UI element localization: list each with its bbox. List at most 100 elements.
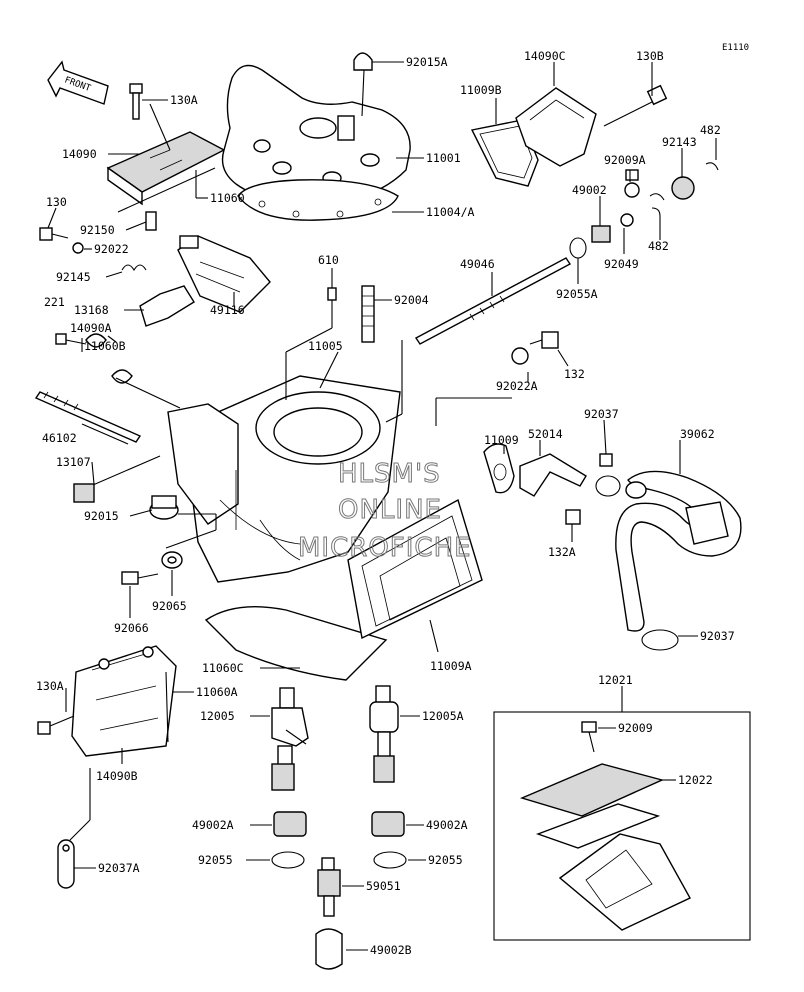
label-11060a: 11060A — [196, 685, 238, 699]
label-49002a-right: 49002A — [426, 818, 468, 832]
shaft-13107-shape — [73, 455, 161, 503]
label-49002b: 49002B — [370, 943, 412, 957]
label-132: 132 — [564, 367, 585, 381]
reed-valve-12022-shape — [519, 763, 691, 931]
label-221: 221 — [44, 295, 65, 309]
label-14090: 14090 — [62, 147, 97, 161]
clamp-92037-bottom-shape — [641, 629, 679, 651]
gasket-11009b-shape — [470, 119, 539, 187]
label-11009a: 11009A — [430, 659, 472, 673]
label-92049: 92049 — [604, 257, 639, 271]
spring-92145-shape — [121, 211, 157, 272]
label-14090c: 14090C — [524, 49, 566, 63]
label-11060: 11060 — [210, 191, 245, 205]
cover-14090b-shape — [71, 645, 177, 757]
label-59051: 59051 — [366, 879, 401, 893]
pin-92037a-shape — [57, 839, 75, 889]
front-arrow-icon: FRONT — [47, 60, 109, 105]
label-92022a: 92022A — [496, 379, 538, 393]
washer-92022a-shape — [511, 331, 559, 365]
cylinder-11005-shape — [167, 375, 401, 681]
gasket-11009-shape — [483, 443, 515, 494]
label-92022: 92022 — [94, 242, 129, 256]
label-11009b: 11009B — [460, 83, 502, 97]
rod-49046-shape — [414, 257, 572, 345]
bolt-130a-bottom-shape — [37, 715, 75, 735]
label-92066: 92066 — [114, 621, 149, 635]
label-92037-b: 92037 — [700, 629, 735, 643]
label-13107: 13107 — [56, 455, 91, 469]
reed-gasket-11009a-shape — [347, 498, 483, 640]
label-11004a: 11004/A — [426, 205, 475, 219]
cylinder-head-11001-shape — [221, 64, 411, 204]
label-610: 610 — [318, 253, 339, 267]
bolt-130b-shape — [603, 84, 668, 127]
watermark-line-3: MICROFICHE — [298, 533, 472, 563]
label-11001: 11001 — [426, 151, 461, 165]
label-482-b: 482 — [648, 239, 669, 253]
watermark-line-1: HLSM'S — [338, 459, 441, 489]
gasket-11060a-shape — [165, 671, 169, 743]
label-92037-a: 92037 — [584, 407, 619, 421]
valve-13168-49116-shape — [139, 235, 271, 327]
label-92009: 92009 — [618, 721, 653, 735]
oring-92055a-shape — [569, 237, 587, 259]
label-92055-right: 92055 — [428, 853, 463, 867]
bushing-49002a-left-shape — [273, 811, 307, 837]
gear-59051-shape — [317, 857, 341, 917]
screw-221-shape — [55, 333, 133, 384]
diagram-code: E1110 — [722, 43, 749, 53]
bolt-130-shape — [39, 227, 84, 254]
screw-92009-shape — [581, 721, 597, 753]
label-14090a: 14090A — [70, 321, 112, 335]
leader-lines — [47, 61, 717, 951]
label-12021: 12021 — [598, 673, 633, 687]
label-92037a: 92037A — [98, 861, 140, 875]
bushing-49002b-shape — [315, 928, 343, 970]
valve-12005a-shape — [369, 685, 399, 783]
clamp-92037-shape — [595, 453, 621, 497]
part-labels: 92015A 14090C 130B 130A 11009B 14090 110… — [36, 49, 735, 957]
label-11060b: 11060B — [84, 339, 126, 353]
pin-610-shape — [327, 287, 337, 301]
cover-14090-shape — [106, 131, 226, 213]
label-39062: 39062 — [680, 427, 715, 441]
label-12005a: 12005A — [422, 709, 464, 723]
label-92143: 92143 — [662, 135, 697, 149]
label-92065: 92065 — [152, 599, 187, 613]
oring-92055-left-shape — [271, 851, 305, 869]
parts-482-92143-92009a-shape — [591, 162, 719, 243]
nut-92015-shape — [149, 495, 179, 520]
label-11060c: 11060C — [202, 661, 244, 675]
fitting-52014-shape — [519, 453, 587, 525]
label-12022: 12022 — [678, 773, 713, 787]
label-92015: 92015 — [84, 509, 119, 523]
label-482-a: 482 — [700, 123, 721, 137]
label-13168: 13168 — [74, 303, 109, 317]
watermark: HLSM'S ONLINE MICROFICHE — [298, 459, 472, 564]
nut-92015a-shape — [353, 52, 373, 71]
label-92009a: 92009A — [604, 153, 646, 167]
label-46102: 46102 — [42, 431, 77, 445]
shaft-46102-shape — [34, 391, 142, 443]
label-12005-left: 12005 — [200, 709, 235, 723]
label-92145: 92145 — [56, 270, 91, 284]
label-49002: 49002 — [572, 183, 607, 197]
oring-92055-right-shape — [373, 851, 407, 869]
label-92055-left: 92055 — [198, 853, 233, 867]
label-130b: 130B — [636, 49, 664, 63]
label-11009: 11009 — [484, 433, 519, 447]
bushing-49002a-right-shape — [371, 811, 405, 837]
gasket-11004a-shape — [237, 179, 399, 221]
bolt-130a-top-shape — [129, 83, 143, 120]
label-92055a: 92055A — [556, 287, 598, 301]
label-92015a: 92015A — [406, 55, 448, 69]
stud-92004-shape — [361, 285, 375, 343]
washer-92065-shape — [121, 551, 183, 585]
label-130a-top: 130A — [170, 93, 198, 107]
cover-14090c-shape — [515, 87, 597, 167]
label-49116: 49116 — [210, 303, 245, 317]
label-49002a-left: 49002A — [192, 818, 234, 832]
hose-39062-shape — [615, 470, 742, 632]
